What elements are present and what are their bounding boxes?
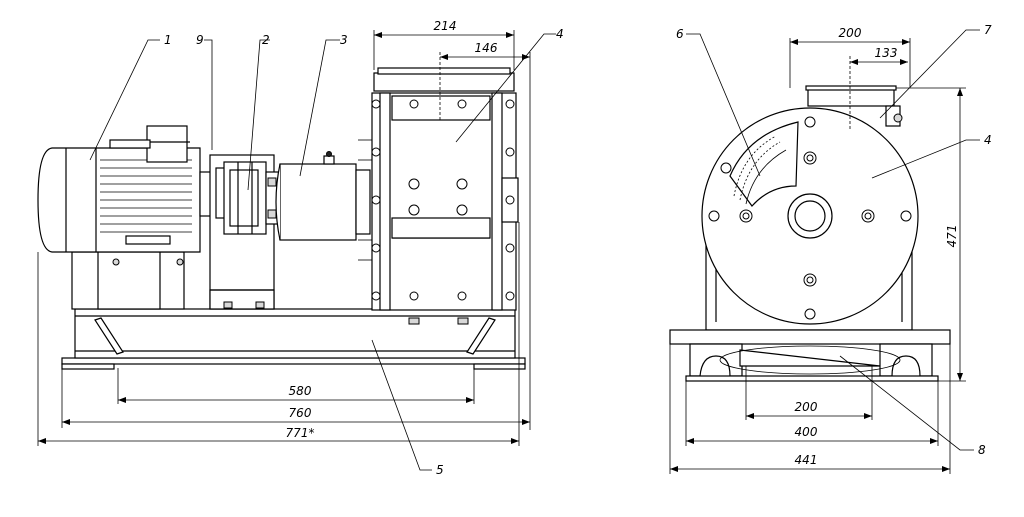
front-view: 214 146 580 760 771* 1 9 2 3 4 5 — [37, 19, 564, 477]
callout-4-side: 4 — [984, 133, 992, 147]
front-dimensions — [37, 30, 531, 446]
side-view: 200 133 471 200 400 441 6 7 4 8 — [669, 23, 992, 474]
electric-motor — [37, 125, 217, 310]
dim-side-200-top: 200 — [839, 26, 862, 40]
dim-580: 580 — [289, 384, 312, 398]
rotor-disc — [701, 107, 919, 325]
callout-8: 8 — [978, 443, 986, 457]
inlet-flange — [807, 87, 895, 107]
bearing-housing — [275, 151, 371, 241]
side-dimensions — [669, 38, 966, 474]
crusher-body — [358, 67, 519, 311]
callout-1: 1 — [164, 33, 172, 47]
callout-3: 3 — [340, 33, 348, 47]
base-frame — [61, 308, 526, 370]
dim-side-441: 441 — [795, 453, 818, 467]
side-base-plate — [669, 329, 951, 345]
callout-4-front: 4 — [556, 27, 564, 41]
dim-146: 146 — [475, 41, 498, 55]
dim-760: 760 — [289, 406, 312, 420]
callout-5: 5 — [436, 463, 444, 477]
dim-side-471: 471 — [945, 225, 959, 248]
callout-6: 6 — [676, 27, 684, 41]
callout-2: 2 — [262, 33, 270, 47]
dim-214: 214 — [434, 19, 457, 33]
dim-side-400: 400 — [795, 425, 818, 439]
dim-side-200-bottom: 200 — [795, 400, 818, 414]
dim-side-133: 133 — [875, 46, 898, 60]
callout-9: 9 — [196, 33, 204, 47]
coupling-assembly — [209, 154, 281, 310]
dim-771: 771* — [286, 426, 315, 440]
callout-7: 7 — [984, 23, 992, 37]
front-leaders — [89, 33, 556, 471]
